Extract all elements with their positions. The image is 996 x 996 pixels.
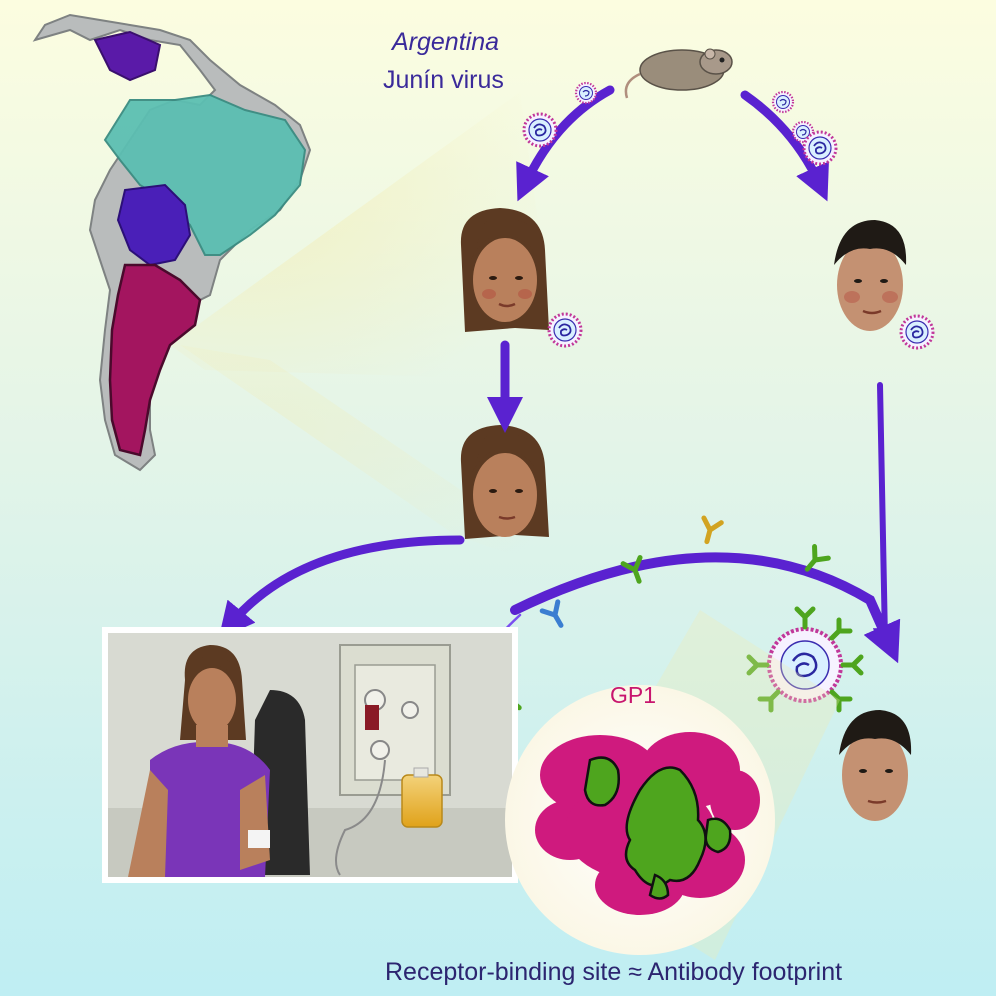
male-patient-face-icon [834, 220, 906, 331]
country-label: Argentina [392, 28, 499, 57]
female-patient-face-icon [461, 208, 549, 332]
virus-label: Junín virus [383, 66, 504, 95]
gp1-structure-panel [505, 685, 775, 955]
gp1-label: GP1 [610, 682, 656, 709]
caption: Receptor-binding site ≈ Antibody footpri… [385, 958, 842, 987]
female-recovered-face-icon [461, 425, 549, 539]
plasma-bag-icon [402, 768, 442, 827]
male-treated-face-icon [839, 710, 911, 821]
plasma-donation-scene [105, 630, 515, 880]
